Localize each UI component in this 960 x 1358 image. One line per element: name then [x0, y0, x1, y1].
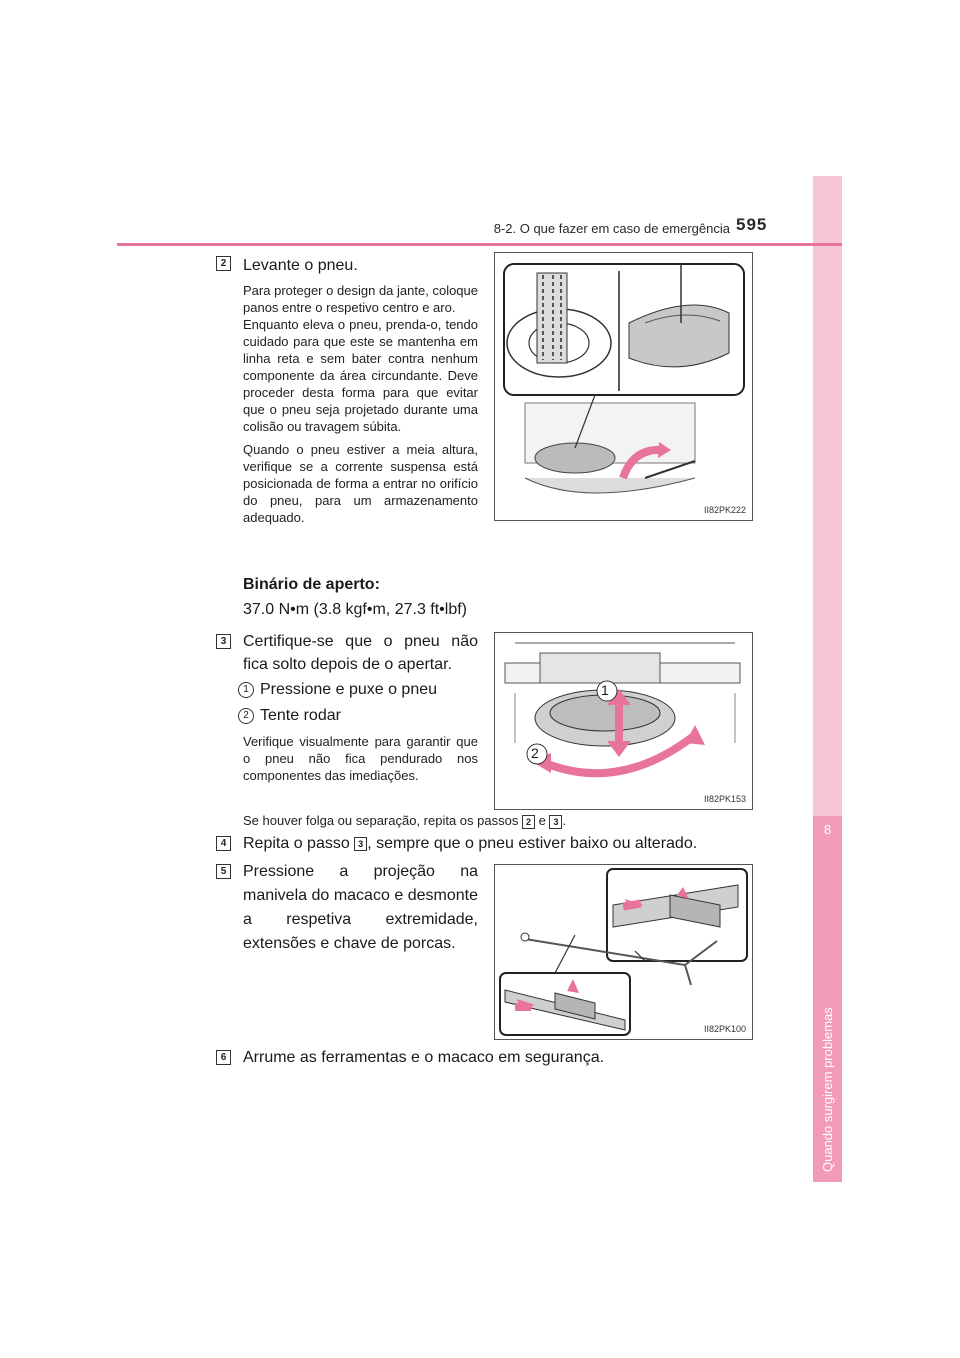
step-text-part: , sempre que o pneu estiver baixo ou alt… — [367, 835, 698, 852]
substep-number: 1 — [238, 681, 254, 698]
check-tire-illustration — [504, 642, 741, 778]
substep-1: 1 Pressione e puxe o pneu — [238, 678, 437, 701]
header-divider — [117, 243, 842, 246]
step-title: Pressione a projeção na manivela do maca… — [243, 863, 478, 952]
jack-handle-illustration — [499, 868, 748, 1036]
step-note: Verifique visualmente para garantir que … — [243, 734, 478, 783]
step-number-badge: 3 — [216, 634, 231, 649]
step-ref: 2 — [521, 814, 535, 829]
step-number-badge: 4 — [216, 836, 231, 851]
figure-code: II82PK100 — [703, 1024, 746, 1034]
step-text-part: Repita o passo — [243, 835, 350, 852]
footnote-text: Se houver folga ou separação, repita os … — [243, 813, 519, 828]
step-ref: 3 — [549, 814, 563, 829]
figure-label-2: 2 — [531, 745, 539, 761]
chapter-number: 8 — [823, 822, 832, 837]
substep-number: 2 — [238, 707, 254, 724]
page-number: 595 — [736, 215, 768, 234]
footnote-text: e — [538, 813, 546, 828]
step-title: Certifique-se que o pneu não fica solto … — [243, 633, 478, 673]
substep-label: Pressione e puxe o pneu — [260, 681, 438, 698]
figure-code: II82PK153 — [703, 794, 746, 804]
step-number-badge: 6 — [216, 1050, 231, 1065]
note-paragraph: Para proteger o design da jante, coloque… — [243, 283, 478, 315]
section-title: 8-2. O que fazer em caso de emergência — [493, 221, 730, 236]
substep-2: 2 Tente rodar — [238, 704, 341, 727]
step-notes: Para proteger o design da jante, coloque… — [243, 282, 478, 526]
footnote-text: . — [562, 813, 567, 828]
repeat-footnote: Se houver folga ou separação, repita os … — [243, 812, 566, 829]
lift-tire-illustration — [503, 263, 745, 494]
note-paragraph: Quando o pneu estiver a meia altura, ver… — [243, 442, 478, 525]
figure-label-1: 1 — [601, 682, 609, 698]
step-title: Levante o pneu. — [243, 257, 358, 274]
figure-lift-tire: II82PK222 — [494, 252, 753, 521]
figure-check-tire: 1 2 II82PK153 — [494, 632, 753, 810]
substep-label: Tente rodar — [260, 707, 341, 724]
chapter-tab — [813, 816, 842, 1182]
step-title: Arrume as ferramentas e o macaco em segu… — [243, 1049, 605, 1066]
note-paragraph: Enquanto eleva o pneu, prenda-o, tendo c… — [243, 317, 478, 434]
step-number-badge: 2 — [216, 256, 231, 271]
figure-code: II82PK222 — [703, 505, 746, 515]
figure-jack-handle: II82PK100 — [494, 864, 753, 1040]
step-text: Repita o passo 3, sempre que o pneu esti… — [243, 832, 697, 855]
chapter-title: Quando surgirem problemas — [820, 1007, 835, 1172]
step-ref: 3 — [354, 836, 368, 851]
torque-value: 37.0 N•m (3.8 kgf•m, 27.3 ft•lbf) — [243, 601, 467, 618]
torque-label: Binário de aperto: — [243, 576, 380, 593]
step-number-badge: 5 — [216, 864, 231, 879]
